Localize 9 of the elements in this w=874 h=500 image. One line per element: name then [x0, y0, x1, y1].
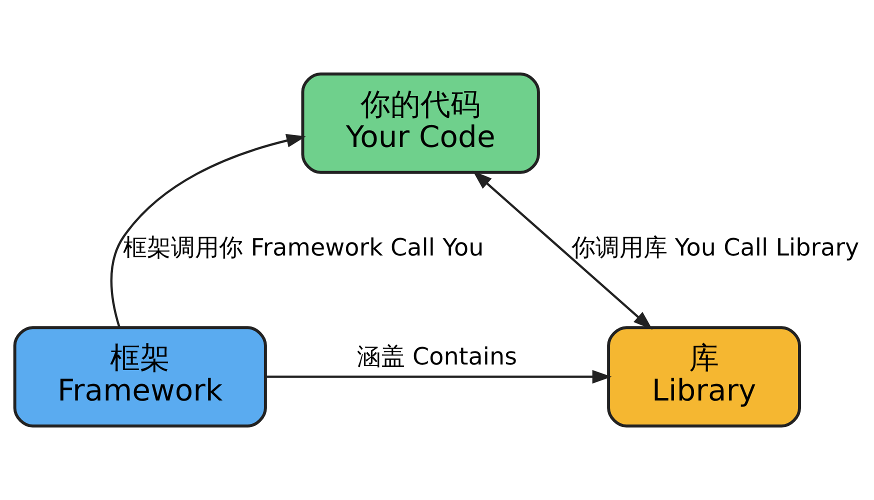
- node-box: 库 Library: [607, 326, 801, 428]
- arrow: [266, 370, 612, 384]
- node-box: 框架 Framework: [13, 326, 267, 428]
- arrow: [472, 170, 653, 330]
- arrow: [110, 134, 306, 328]
- edge-label: 你调用库 You Call Library: [571, 234, 860, 262]
- edge-label: 涵盖 Contains: [356, 342, 518, 371]
- node-box: 你的代码 Your Code: [301, 72, 540, 174]
- edge-label: 框架调用你 Framework Call You: [123, 234, 484, 262]
